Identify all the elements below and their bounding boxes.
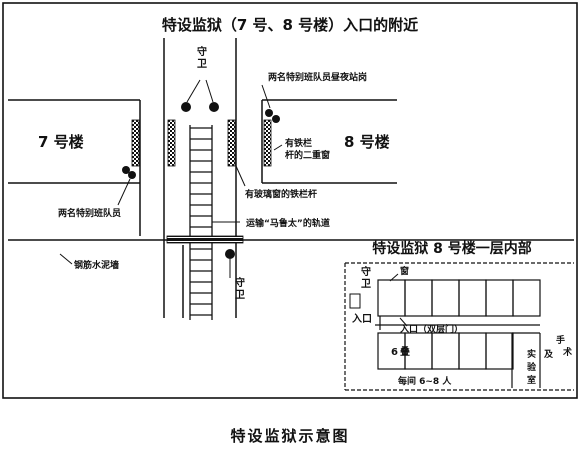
inset-cell-top [512,279,541,317]
barred-window-label-2: 杆的二重窗 [285,149,330,161]
inset-leaders [389,273,408,327]
inset-lab-1: 实 [527,348,536,360]
member-guard-1 [122,166,130,174]
concrete-wall-gate [166,235,244,244]
building-8-window [263,119,272,167]
inset-bottom-cells [377,332,514,370]
two-members-label: 两名特别班队员 [58,207,121,219]
inset-cell-top [404,279,433,317]
inset-cell-top [431,279,460,317]
barred-window-left [167,119,176,167]
outer-frame [2,2,578,399]
inset-cell-top [377,279,406,317]
inset-title: 特设监狱 8 号楼一层内部 [372,240,532,257]
inset-cell-bottom [485,332,514,370]
inset-guard-label-1: 守 [361,265,371,278]
inset-room6-label-2: 叠 [400,345,410,358]
inset-cell-top [458,279,487,317]
railway-ties [190,127,212,316]
guard-top-right [209,102,219,112]
building-8-outline [261,99,397,184]
guard-bottom-label-1: 守 [235,276,245,289]
inset-cell-bottom [458,332,487,370]
leader-lines [59,79,283,278]
diagram-title: 特设监狱（7 号、8 号楼）入口的附近 [162,16,418,34]
building-8-label: 8 号楼 [344,133,390,151]
inset-cell-bottom [431,332,460,370]
inset-double-door-label: 入口（双层门） [399,323,463,335]
guard-top-label-1: 守 [197,45,207,58]
railway-track [189,125,213,320]
night-guards-label: 两名特别班队员昼夜站岗 [268,71,367,83]
guard-bottom [225,249,235,259]
guard-top-label-2: 卫 [197,58,207,70]
corridor-lines [163,38,237,318]
building-7-window [131,119,140,167]
track-label: 运输“马鲁太”的轨道 [246,217,330,229]
inset-and: 及 [544,349,554,360]
building-7-label: 7 号楼 [38,133,84,151]
building-7-outline [8,99,141,236]
wall-label: 钢筋水泥墙 [74,259,119,271]
inset-per-room-label: 每间 6~8 人 [398,375,452,387]
barred-window-right [227,119,236,167]
guard-bottom-label-2: 卫 [235,289,245,301]
inset-top-cells [377,279,541,317]
inset-corridor [375,316,541,388]
barred-window-label-1: 有铁栏 [285,137,312,149]
inset-guard-label-2: 卫 [361,278,371,290]
inset-surgery-1: 手 [556,334,565,346]
member-guard-2 [128,171,136,179]
inset-lab-3: 室 [527,374,536,386]
inset-cell-top [485,279,514,317]
inset-surgery-2: 术 [562,346,572,358]
figure-caption: 特设监狱示意图 [230,427,349,445]
night-guard-2 [272,115,280,123]
guard-top-left [181,102,191,112]
inset-entrance-label: 入口 [352,313,372,325]
inset-window-label: 窗 [400,265,409,277]
night-guard-1 [265,109,273,117]
inset-outline [344,262,574,391]
inset-room6-label-1: 6 [391,347,398,358]
guard-dots [122,102,280,259]
inset-lab-2: 验 [527,361,537,373]
glass-window-label: 有玻璃窗的铁栏杆 [245,188,317,200]
inset-guard-post [349,293,361,309]
